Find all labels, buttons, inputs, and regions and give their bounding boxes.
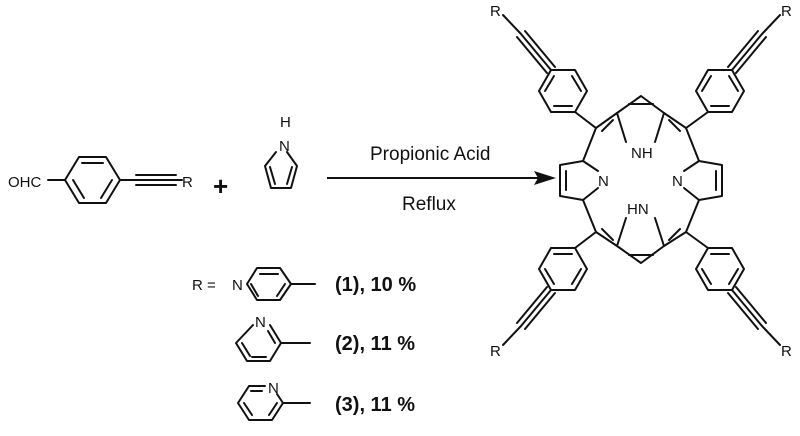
arm-alkyne xyxy=(727,14,781,74)
arm-benzene-double xyxy=(544,75,582,107)
aldehyde-r-label: R xyxy=(182,174,193,191)
arm-alkyne xyxy=(727,286,781,346)
substituent-pyridin-2-yl: N (3), 11 % xyxy=(237,380,415,421)
arm-alkyne xyxy=(502,286,556,346)
pyridine-3-double-bonds xyxy=(241,330,276,358)
pyridine-4-double-bonds xyxy=(250,273,286,297)
substituent-pyridin-3-yl: N (2), 11 % xyxy=(235,314,415,362)
arm-bond xyxy=(685,111,709,129)
arm-benzene-double xyxy=(701,75,739,107)
porphyrin-product: NH HN N N R xyxy=(490,3,792,360)
top-pyrrole-nh: NH xyxy=(631,145,653,162)
pyridine-n-label: N xyxy=(232,277,243,294)
pyridine-3-ring xyxy=(235,324,282,362)
arm-r-label: R xyxy=(490,343,501,360)
pyrrole-n-label: N xyxy=(279,138,290,155)
arm-bond xyxy=(685,231,709,249)
arm-bond xyxy=(574,111,597,129)
r-definitions: R = N (1), 10 % N (2), 11 % N (3), 11 % xyxy=(192,267,416,421)
reaction-arrow: Propionic Acid Reflux xyxy=(327,144,556,215)
compound-3-yield: (3), 11 % xyxy=(335,394,415,416)
meso-double-bonds xyxy=(601,119,681,241)
arm-bottom-left: R xyxy=(490,231,597,360)
pyrrole-reagent: H N xyxy=(264,114,298,189)
pyrrole-ring xyxy=(264,151,298,189)
r-equals-label: R = xyxy=(192,277,216,294)
right-pyrrole xyxy=(683,160,723,201)
condition-solvent: Propionic Acid xyxy=(370,144,490,165)
arm-bottom-right: R xyxy=(685,231,792,360)
arm-benzene-double xyxy=(701,253,739,285)
arm-bond xyxy=(574,231,597,249)
arrowhead xyxy=(534,171,556,185)
left-pyrrole-n: N xyxy=(598,173,609,190)
pyrrole-h-label: H xyxy=(280,114,291,131)
substituent-pyridin-4-yl: N (1), 10 % xyxy=(232,267,416,301)
right-pyrrole-n: N xyxy=(672,173,683,190)
bottom-pyrrole-hn: HN xyxy=(627,201,649,218)
arm-r-label: R xyxy=(490,3,501,20)
arm-alkyne xyxy=(502,14,556,74)
bottom-pyrrole xyxy=(616,217,665,264)
condition-temperature: Reflux xyxy=(402,194,456,215)
top-pyrrole xyxy=(616,95,665,143)
arm-top-right: R xyxy=(685,3,792,129)
arm-benzene-double xyxy=(544,253,582,285)
plus-sign: + xyxy=(213,171,228,201)
arm-top-left: R xyxy=(490,3,597,129)
pyridine-n-label: N xyxy=(268,380,279,397)
pyridine-n-label: N xyxy=(255,314,266,331)
aldehyde-ring-double-bonds xyxy=(72,162,113,199)
arm-r-label: R xyxy=(781,3,792,20)
aldehyde-reagent: OHC R xyxy=(8,156,193,204)
aldehyde-triple-bond xyxy=(119,174,183,186)
compound-1-yield: (1), 10 % xyxy=(335,274,416,296)
pyridine-2-double-bonds xyxy=(243,390,278,416)
pyrrole-double-bonds xyxy=(269,166,293,185)
aldehyde-group-label: OHC xyxy=(8,174,42,191)
left-pyrrole xyxy=(559,160,599,201)
arm-r-label: R xyxy=(781,343,792,360)
compound-2-yield: (2), 11 % xyxy=(335,333,415,355)
porphyrin-core: NH HN N N xyxy=(559,95,723,264)
